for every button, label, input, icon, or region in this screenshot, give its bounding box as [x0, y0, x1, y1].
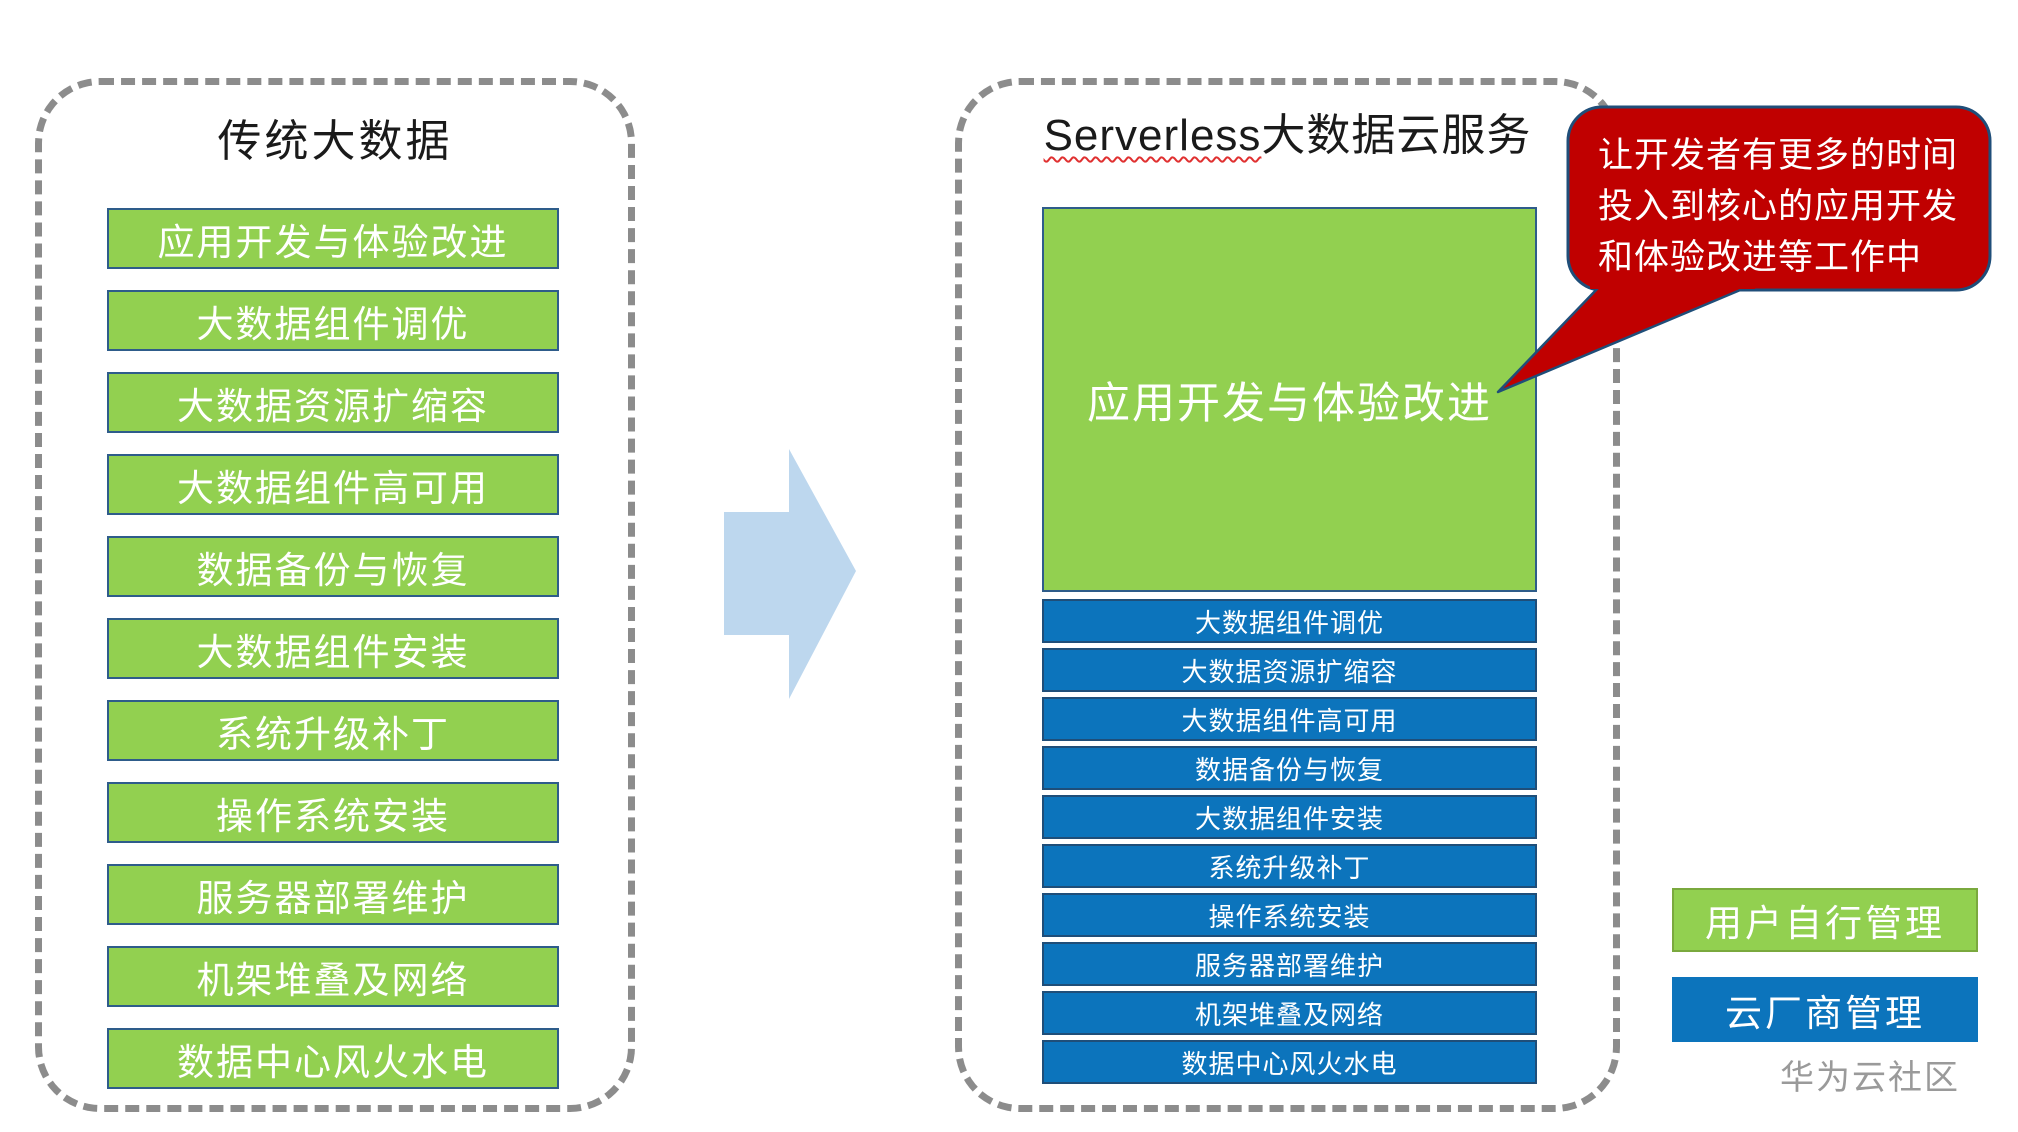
task-box: 操作系统安装 — [107, 782, 559, 843]
task-box: 机架堆叠及网络 — [1042, 991, 1537, 1035]
callout-text: 让开发者有更多的时间投入到核心的应用开发和体验改进等工作中 — [1598, 130, 1958, 283]
task-box: 大数据组件安装 — [107, 618, 559, 679]
traditional-task-list: 应用开发与体验改进大数据组件调优大数据资源扩缩容大数据组件高可用数据备份与恢复大… — [107, 208, 559, 1089]
vendor-managed-task-list: 大数据组件调优大数据资源扩缩容大数据组件高可用数据备份与恢复大数据组件安装系统升… — [1042, 599, 1537, 1084]
traditional-panel-title: 传统大数据 — [217, 117, 453, 166]
task-box: 操作系统安装 — [1042, 893, 1537, 937]
legend-user-managed: 用户自行管理 — [1672, 888, 1978, 952]
callout-bubble: 让开发者有更多的时间投入到核心的应用开发和体验改进等工作中 — [1480, 95, 2018, 407]
task-box: 数据中心风火水电 — [1042, 1040, 1537, 1084]
task-box: 大数据组件安装 — [1042, 795, 1537, 839]
watermark-huawei-cloud-community: 华为云社区 — [1780, 1059, 1960, 1097]
traditional-bigdata-panel: 传统大数据 应用开发与体验改进大数据组件调优大数据资源扩缩容大数据组件高可用数据… — [35, 78, 635, 1112]
speech-bubble-shape — [1496, 105, 1992, 394]
callout-line: 投入到核心的应用开发 — [1598, 187, 1959, 226]
task-box: 数据备份与恢复 — [107, 536, 559, 597]
task-box: 大数据组件高可用 — [1042, 697, 1537, 741]
task-box: 应用开发与体验改进 — [107, 208, 559, 269]
app-dev-highlight-box: 应用开发与体验改进 — [1042, 207, 1537, 592]
task-box: 系统升级补丁 — [1042, 844, 1537, 888]
legend-vendor-managed: 云厂商管理 — [1672, 977, 1978, 1042]
right-arrow-icon — [724, 449, 856, 699]
task-box: 数据中心风火水电 — [107, 1028, 559, 1089]
task-box: 数据备份与恢复 — [1042, 746, 1537, 790]
callout-line: 和体验改进等工作中 — [1598, 238, 1923, 277]
serverless-bigdata-panel: Serverless大数据云服务 应用开发与体验改进 大数据组件调优大数据资源扩… — [955, 78, 1620, 1112]
task-box: 大数据组件高可用 — [107, 454, 559, 515]
task-box: 大数据资源扩缩容 — [107, 372, 559, 433]
task-box: 服务器部署维护 — [107, 864, 559, 925]
task-box: 机架堆叠及网络 — [107, 946, 559, 1007]
task-box: 大数据组件调优 — [1042, 599, 1537, 643]
task-box: 系统升级补丁 — [107, 700, 559, 761]
serverless-word: Serverless — [1043, 111, 1262, 160]
serverless-title-zh: 大数据云服务 — [1261, 111, 1532, 160]
callout-line: 让开发者有更多的时间 — [1598, 136, 1959, 175]
task-box: 大数据资源扩缩容 — [1042, 648, 1537, 692]
task-box: 服务器部署维护 — [1042, 942, 1537, 986]
serverless-panel-title: Serverless大数据云服务 — [962, 99, 1613, 163]
task-box: 大数据组件调优 — [107, 290, 559, 351]
